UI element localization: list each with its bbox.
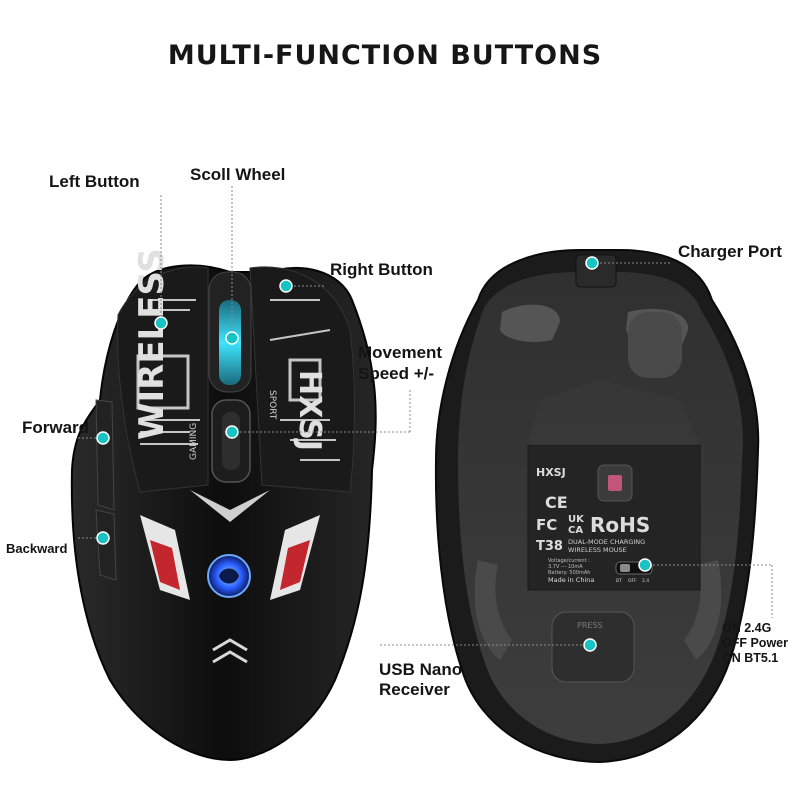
switch-label-bt: BT bbox=[616, 578, 622, 584]
description-line2: WIRELESS MOUSE bbox=[568, 546, 627, 554]
forward-side-button[interactable] bbox=[95, 399, 115, 511]
marker-scroll-wheel bbox=[225, 331, 239, 345]
marker-backward bbox=[96, 531, 110, 545]
marker-left-button bbox=[154, 316, 168, 330]
mouse-bottom-shell: HXSJ CE FC UK CA RoHS T38 DUAL-MODE CHAR… bbox=[434, 249, 760, 764]
callout-power-line3: ON BT5.1 bbox=[722, 651, 779, 665]
voltage-value: 3.7V --- 10mA bbox=[548, 564, 583, 570]
marker-charger-port bbox=[585, 256, 599, 270]
cert-ce-text: CE bbox=[545, 493, 568, 512]
press-label: PRESS bbox=[577, 621, 603, 630]
marker-power-switch bbox=[638, 558, 652, 572]
callout-movement-speed-line1: Movement bbox=[358, 343, 443, 362]
cert-rohs-text: RoHS bbox=[590, 513, 650, 537]
deco-text-sport: SPORT bbox=[267, 390, 277, 420]
switch-label-24: 2.4 bbox=[642, 578, 649, 584]
callout-power-line1: ON 2.4G bbox=[722, 621, 772, 635]
marker-dpi-button bbox=[225, 425, 239, 439]
voltage-label: Voltage/current : bbox=[548, 558, 590, 564]
callout-markers bbox=[96, 256, 652, 652]
callout-backward: Backward bbox=[6, 541, 68, 556]
callout-power-line2: OFF Power bbox=[722, 636, 788, 650]
chevron-deco bbox=[190, 490, 270, 522]
deco-text-logo: HXSJ bbox=[292, 370, 327, 451]
callout-left-button: Left Button bbox=[49, 172, 140, 191]
callout-scroll-wheel: Scoll Wheel bbox=[190, 165, 286, 184]
callout-forward: Forward bbox=[22, 418, 90, 437]
callout-lines bbox=[78, 186, 773, 646]
cert-fc-text: FC bbox=[536, 516, 557, 534]
battery-text: Battery: 500mAh bbox=[548, 570, 590, 576]
bottom-brand-text: HXSJ bbox=[536, 466, 566, 479]
marker-right-button bbox=[279, 279, 293, 293]
marker-usb-receiver bbox=[583, 638, 597, 652]
callout-charger-port: Charger Port bbox=[678, 242, 782, 261]
model-text: T38 bbox=[536, 539, 563, 554]
cert-ca-text: CA bbox=[568, 525, 583, 536]
callout-movement-speed-line2: Speed +/- bbox=[358, 364, 435, 383]
description-line1: DUAL-MODE CHARGING bbox=[568, 538, 645, 546]
switch-label-off: OFF bbox=[628, 578, 637, 584]
cert-uk-text: UK bbox=[568, 514, 585, 525]
deco-text-gaming: GAMING bbox=[189, 423, 199, 460]
callout-usb-receiver-line1: USB Nano bbox=[379, 660, 463, 679]
marker-forward bbox=[96, 431, 110, 445]
deco-text-wireless: WIRELESS bbox=[132, 248, 172, 440]
page-title: MULTI-FUNCTION BUTTONS bbox=[167, 40, 603, 71]
callout-right-button: Right Button bbox=[330, 260, 433, 279]
made-in-text: Made in China bbox=[548, 576, 594, 584]
backward-side-button[interactable] bbox=[95, 509, 117, 581]
callout-usb-receiver-line2: Receiver bbox=[379, 680, 450, 699]
mouse-top-shell: WIRELESS HXSJ GAMING SPORT bbox=[70, 248, 377, 762]
